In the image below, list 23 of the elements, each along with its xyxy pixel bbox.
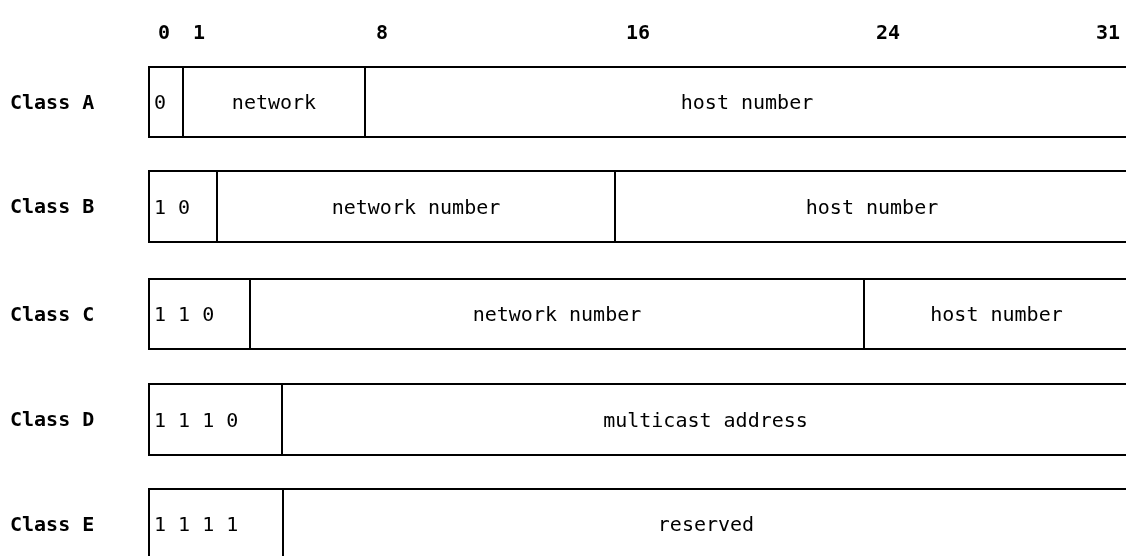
class-label: Class C — [10, 302, 95, 326]
bit-field: 1 1 1 1 — [148, 488, 284, 556]
bit-position-number: 24 — [875, 20, 901, 44]
address-field: host number — [364, 66, 1126, 138]
class-label: Class A — [10, 90, 95, 114]
class-label: Class D — [10, 407, 95, 431]
bit-position-number: 8 — [376, 20, 388, 44]
bit-position-number: 16 — [625, 20, 651, 44]
bit-field: 1 1 0 — [148, 278, 251, 350]
bit-field: 1 0 — [148, 170, 218, 243]
bit-position-number: 31 — [1095, 20, 1121, 44]
bit-position-number: 0 — [158, 20, 170, 44]
bit-field: 1 1 1 0 — [148, 383, 283, 456]
address-field: host number — [863, 278, 1126, 350]
address-field: multicast address — [281, 383, 1126, 456]
address-field: network — [182, 66, 366, 138]
address-field: network number — [249, 278, 865, 350]
class-label: Class B — [10, 194, 95, 218]
bit-position-number: 1 — [193, 20, 205, 44]
class-label: Class E — [10, 512, 95, 536]
address-field: network number — [216, 170, 616, 243]
bit-field: 0 — [148, 66, 184, 138]
address-field: host number — [614, 170, 1126, 243]
